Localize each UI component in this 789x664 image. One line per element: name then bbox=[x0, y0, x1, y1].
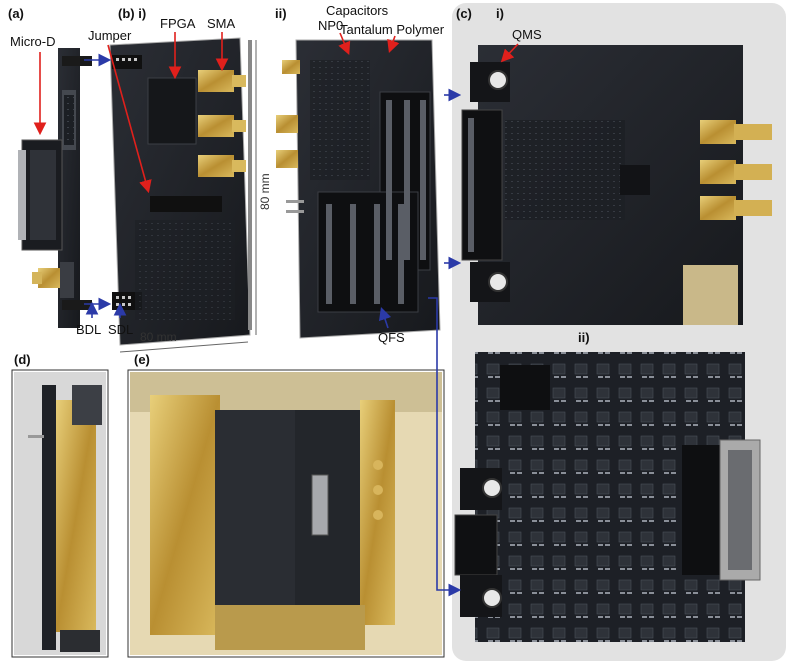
label-jumper: Jumper bbox=[88, 28, 132, 43]
panel-c-ii-board bbox=[454, 352, 761, 642]
panel-b-ii-board bbox=[276, 39, 441, 339]
dim-line-width bbox=[119, 341, 249, 353]
annotation-arrows bbox=[33, 32, 519, 597]
label-qms: QMS bbox=[512, 27, 542, 42]
panel-b-i-board bbox=[109, 37, 252, 346]
label-bdl: BDL bbox=[76, 322, 102, 337]
label-tantalum-polymer: Tantalum Polymer bbox=[340, 22, 445, 37]
panel-label-a: (a) bbox=[8, 6, 24, 21]
panel-d-frame bbox=[11, 369, 109, 658]
panel-label-c: (c) bbox=[456, 6, 472, 21]
dimension-height: 80 mm bbox=[258, 173, 272, 210]
arrow-np0 bbox=[338, 32, 351, 55]
label-qfs: QFS bbox=[378, 330, 405, 345]
arrow-b-to-c-ii bbox=[428, 297, 462, 597]
arrow-qms bbox=[500, 43, 519, 63]
label-fpga: FPGA bbox=[160, 16, 196, 31]
panel-c-i-board bbox=[461, 45, 772, 325]
panel-label-b: (b) i) bbox=[118, 6, 147, 21]
panel-e-frame bbox=[127, 369, 445, 658]
sma-c-connectors bbox=[700, 120, 772, 220]
panel-e-photo bbox=[130, 372, 442, 655]
label-sma: SMA bbox=[207, 16, 236, 31]
panel-label-c-i: i) bbox=[496, 6, 504, 21]
panel-label-c-ii: ii) bbox=[578, 330, 590, 345]
panel-a-board bbox=[18, 48, 92, 328]
sma-connectors bbox=[198, 70, 246, 177]
label-capacitors: Capacitors bbox=[326, 3, 389, 18]
arrow-tantalum bbox=[387, 35, 400, 54]
dimension-width: 80 mm bbox=[140, 330, 177, 344]
panel-label-e: (e) bbox=[134, 352, 150, 367]
panel-label-b-ii: ii) bbox=[275, 6, 287, 21]
label-np0: NP0 bbox=[318, 18, 344, 33]
panel-label-d: (d) bbox=[14, 352, 31, 367]
panel-d-photo bbox=[14, 372, 106, 655]
label-sdl: SDL bbox=[108, 322, 134, 337]
arrow-jumper bbox=[107, 44, 152, 194]
arrow-qfs bbox=[378, 306, 392, 329]
label-micro-d: Micro-D bbox=[10, 34, 56, 49]
